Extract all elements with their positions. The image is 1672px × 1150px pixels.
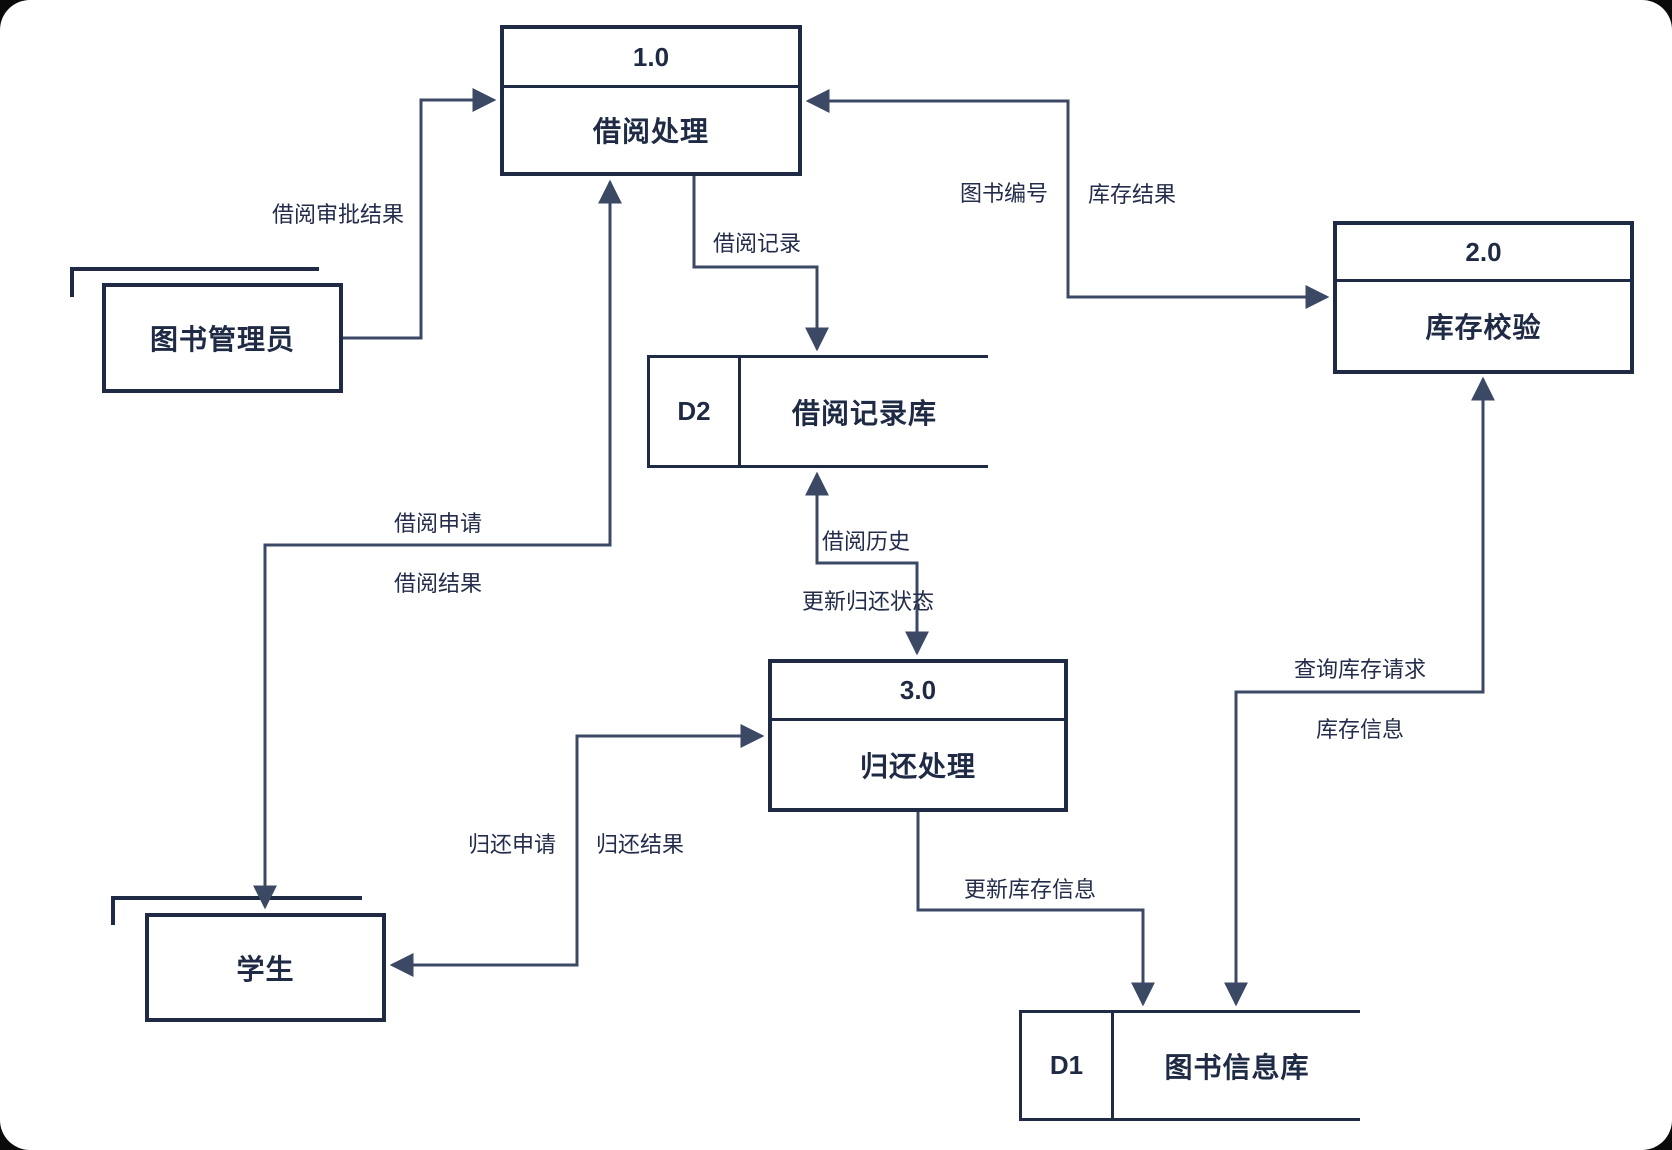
entity-student-label: 学生 (236, 953, 295, 985)
process-inventory-check-number: 2.0 (1337, 225, 1630, 282)
flow-label-inventory-result: 库存结果 (1087, 182, 1177, 207)
flow-label-return-result: 归还结果 (595, 832, 685, 857)
flow-label-book-number: 图书编号 (959, 181, 1049, 206)
process-return-label: 归还处理 (859, 750, 976, 782)
flow-label-query-inventory-request: 查询库存请求 (1293, 657, 1427, 682)
flow-label-approval-result: 借阅审批结果 (271, 202, 405, 227)
process-inventory-check-label: 库存校验 (1425, 312, 1542, 343)
datastore-book-info-id: D1 (1022, 1013, 1114, 1118)
flow-label-borrow-history: 借阅历史 (821, 529, 911, 554)
flow-label-borrow-request: 借阅申请 (393, 511, 483, 536)
flow-line-borrow-record (692, 176, 829, 352)
datastore-book-info-label: 图书信息库 (1164, 1051, 1310, 1083)
flow-line-return-request-result (389, 724, 765, 977)
datastore-borrow-records-label: 借阅记录库 (791, 397, 937, 429)
process-inventory-check[interactable]: 2.0 库存校验 (1333, 221, 1634, 374)
process-borrow-label: 借阅处理 (592, 116, 709, 147)
flow-label-borrow-record: 借阅记录 (712, 231, 802, 256)
flow-line-book-number-inventory-result (805, 89, 1330, 309)
flow-line-borrow-request-result (253, 179, 622, 910)
entity-librarian-label: 图书管理员 (149, 324, 295, 355)
datastore-book-info[interactable]: D1 图书信息库 (1019, 1010, 1360, 1121)
process-return-handling[interactable]: 3.0 归还处理 (768, 659, 1068, 812)
entity-student[interactable]: 学生 (145, 913, 386, 1022)
datastore-borrow-records[interactable]: D2 借阅记录库 (647, 355, 988, 468)
librarian-shadow-corner (70, 267, 319, 297)
flow-label-borrow-result: 借阅结果 (393, 571, 483, 596)
flow-line-query-inventory (1224, 376, 1495, 1007)
flow-label-return-request: 归还申请 (467, 832, 557, 857)
flow-label-update-return-status: 更新归还状态 (801, 589, 935, 614)
process-return-number: 3.0 (772, 663, 1064, 721)
flow-line-history-update-status (805, 471, 929, 656)
flow-line-update-inventory (916, 812, 1155, 1007)
datastore-borrow-records-id: D2 (650, 358, 741, 465)
flow-label-inventory-info: 库存信息 (1315, 717, 1405, 742)
process-borrow-number: 1.0 (504, 29, 798, 88)
process-borrow-handling[interactable]: 1.0 借阅处理 (500, 25, 802, 176)
flow-label-update-inventory: 更新库存信息 (963, 877, 1097, 902)
entity-librarian[interactable]: 图书管理员 (102, 283, 343, 393)
